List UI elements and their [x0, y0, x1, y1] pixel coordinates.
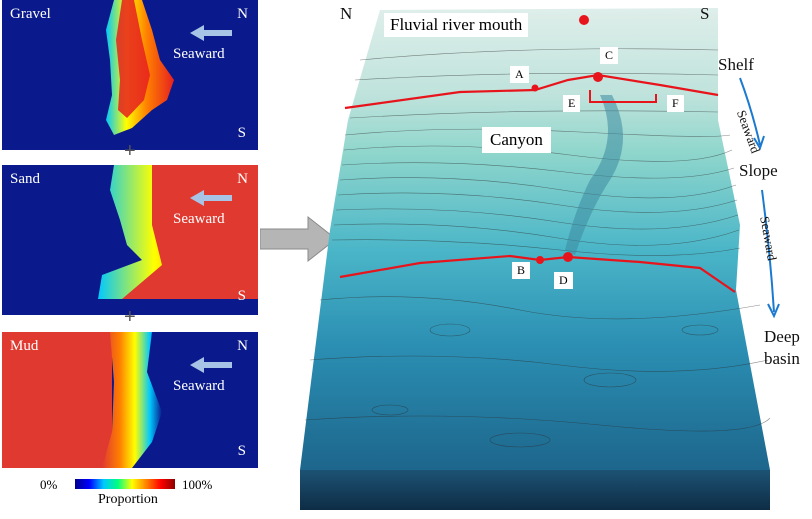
seaward-label: Seaward [173, 378, 225, 394]
shelf-label: Shelf [718, 55, 754, 74]
colorbar-max-label: 100% [182, 477, 213, 492]
model-south-label: S [700, 4, 710, 23]
point-c-label: C [600, 47, 619, 64]
gravel-panel: Gravel N S Seaward [2, 0, 258, 150]
mud-panel: Mud N S Seaward [2, 332, 258, 468]
seaward-arrow-icon [190, 25, 232, 41]
plus-sign: + [124, 306, 136, 328]
sand-panel: Sand N S Seaward [2, 165, 258, 315]
south-label: S [237, 288, 246, 304]
colorbar-min-label: 0% [40, 477, 58, 492]
deep-basin-label-line2: basin [764, 349, 800, 368]
point-d-label: D [554, 272, 573, 289]
panel-title: Gravel [10, 6, 51, 22]
north-label: N [237, 6, 248, 22]
seaward-arrow-icon [190, 190, 232, 206]
seaward-label: Seaward [173, 46, 225, 62]
model-north-label: N [340, 4, 353, 23]
north-label: N [237, 171, 248, 187]
south-label: S [237, 125, 246, 141]
seaward-label: Seaward [173, 211, 225, 227]
panel-title: Sand [10, 171, 40, 187]
south-label: S [237, 443, 246, 459]
river-mouth-label: Fluvial river mouth [384, 13, 529, 37]
colorbar-title: Proportion [98, 492, 158, 507]
combine-arrow-icon [260, 215, 337, 263]
slope-label: Slope [739, 161, 778, 180]
colorbar [75, 479, 175, 489]
mud-map [2, 332, 258, 468]
seaward-arrow-icon [190, 357, 232, 373]
deep-basin-label-line1: Deep [764, 327, 800, 346]
plus-sign: + [124, 140, 136, 162]
point-f-label: F [667, 95, 684, 112]
panel-title: Mud [10, 338, 39, 354]
point-a-label: A [510, 66, 529, 83]
sand-map [2, 165, 258, 299]
gravel-map [2, 0, 258, 150]
seabed-model [300, 8, 780, 510]
point-e-label: E [563, 95, 581, 112]
canyon-label: Canyon [482, 127, 551, 153]
point-b-label: B [512, 262, 531, 279]
north-label: N [237, 338, 248, 354]
